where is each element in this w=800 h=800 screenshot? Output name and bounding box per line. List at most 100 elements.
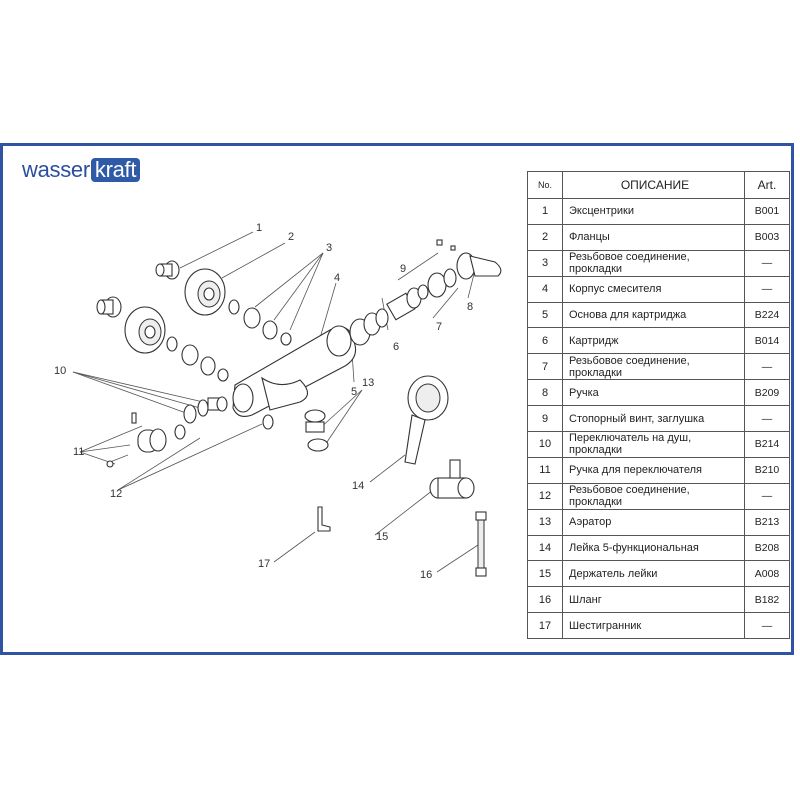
part-handle [456,252,502,280]
header-description: ОПИСАНИЕ [562,171,745,199]
callout-7: 7 [436,321,442,333]
callout-12: 12 [110,488,122,500]
row-art: B210 [744,456,790,484]
row-no: 2 [527,223,563,251]
row-no: 12 [527,482,563,510]
row-art: A008 [744,560,790,588]
row-description: Эксцентрики [562,198,745,225]
row-description: Фланцы [562,223,745,251]
row-art: B001 [744,198,790,225]
row-art: B208 [744,534,790,562]
part-hex-key [317,506,331,532]
row-description: Резьбовое соединение, прокладки [562,482,745,510]
callout-8: 8 [467,301,473,313]
part-hose [475,511,487,577]
callout-15: 15 [376,531,388,543]
row-no: 7 [527,353,563,381]
row-art: — [744,353,790,381]
callout-10: 10 [54,365,66,377]
row-art: B213 [744,508,790,536]
row-description: Резьбовое соединение, прокладки [562,249,745,277]
part-mixer-body [232,325,357,417]
callout-17: 17 [258,558,270,570]
part-aerator [304,409,329,452]
row-no: 6 [527,327,563,355]
header-no: No. [527,171,563,199]
header-art: Art. [744,171,790,199]
callout-labels: 1 2 3 4 5 6 7 8 9 10 11 12 13 14 15 16 1… [54,222,473,581]
callout-16: 16 [420,569,432,581]
part-flanges [124,268,226,354]
callout-2: 2 [288,231,294,243]
part-fittings-7 [427,268,457,298]
callout-6: 6 [393,341,399,353]
row-no: 4 [527,275,563,303]
row-art: — [744,405,790,433]
callout-5: 5 [351,386,357,398]
row-description: Держатель лейки [562,560,745,588]
callout-11: 11 [73,446,84,458]
row-art: B214 [744,431,790,458]
row-art: — [744,275,790,303]
row-description: Основа для картриджа [562,301,745,329]
row-art: B224 [744,301,790,329]
row-description: Стопорный винт, заглушка [562,405,745,433]
row-art: B182 [744,586,790,614]
part-cartridge [386,284,429,321]
logo-wordmark-part2: kraft [90,158,141,182]
row-description: Переключатель на душ, прокладки [562,431,745,458]
callout-13: 13 [362,377,374,389]
row-no: 17 [527,612,563,640]
row-description: Ручка [562,379,745,407]
row-no: 9 [527,405,563,433]
part-fittings-12 [174,414,274,440]
row-art: — [744,249,790,277]
row-no: 3 [527,249,563,277]
logo-wordmark-part1: wasser [22,157,90,182]
part-eccentrics [96,260,180,318]
row-description: Шланг [562,586,745,614]
row-no: 8 [527,379,563,407]
row-art: — [744,612,790,640]
row-description: Корпус смесителя [562,275,745,303]
row-no: 10 [527,431,563,458]
leader-lines [72,231,479,573]
callout-1: 1 [256,222,262,234]
row-description: Ручка для переключателя [562,456,745,484]
table-header-row: No. ОПИСАНИЕ Art. [527,171,790,199]
part-shower-holder [429,459,475,499]
row-description: Шестигранник [562,612,745,640]
part-shower-head [404,375,449,465]
row-description: Резьбовое соединение, прокладки [562,353,745,381]
part-diverter [183,396,228,424]
row-art: B209 [744,379,790,407]
row-no: 13 [527,508,563,536]
callout-3: 3 [326,242,332,254]
row-no: 14 [527,534,563,562]
row-art: B003 [744,223,790,251]
callout-9: 9 [400,263,406,275]
row-no: 5 [527,301,563,329]
part-diverter-handle [106,412,167,468]
row-description: Картридж [562,327,745,355]
